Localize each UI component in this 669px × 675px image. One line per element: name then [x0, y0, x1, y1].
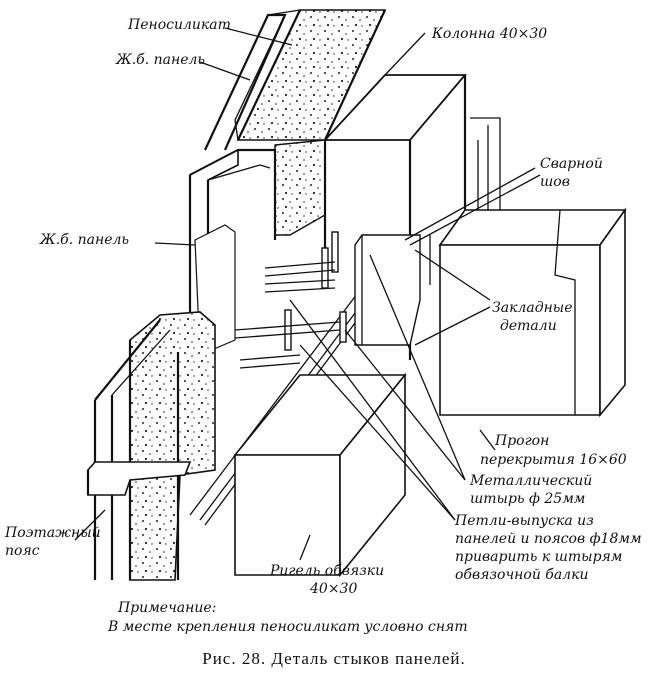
note-text: В месте крепления пеносиликат условно сн…: [107, 619, 468, 635]
label-loops-2: панелей и поясов ф18мм: [455, 531, 642, 547]
label-steel-pin-1: Металлический: [469, 473, 592, 489]
label-loops-1: Петли-выпуска из: [454, 513, 594, 529]
label-rc-panel-left: Ж.б. панель: [39, 232, 129, 248]
embedded-plates: [354, 234, 421, 346]
label-loops-3: приварить к штырям: [455, 549, 622, 565]
label-steel-pin-2: штырь ф 25мм: [470, 491, 585, 507]
label-purlin-2: перекрытия 16×60: [480, 452, 627, 468]
label-embedded-2: детали: [500, 318, 557, 334]
label-rc-panel-top: Ж.б. панель: [115, 52, 205, 68]
label-girder-1: Ригель обвязки: [269, 563, 384, 579]
purlin: [438, 207, 627, 418]
label-column: Колонна 40×30: [431, 26, 547, 42]
label-floor-belt-1: Поэтажный: [4, 525, 101, 541]
label-loops-4: обвязочной балки: [455, 567, 588, 583]
label-girder-2: 40×30: [309, 581, 357, 597]
binding-girder: [233, 372, 407, 578]
label-floor-belt-2: пояс: [5, 543, 40, 559]
leader-lines: [74, 27, 541, 561]
weld-loops: [234, 261, 341, 369]
label-embedded-1: Закладные: [492, 300, 572, 316]
floor-belt: [86, 461, 192, 496]
label-purlin-1: Прогон: [494, 433, 549, 449]
foam-silicate-lower: [128, 311, 216, 581]
foam-silicate-upper: [236, 9, 387, 236]
note-title: Примечание:: [117, 600, 216, 616]
label-foam-silicate: Пеносиликат: [127, 17, 231, 33]
label-weld-seam-2: шов: [540, 174, 570, 190]
label-weld-seam-1: Сварной: [540, 156, 603, 172]
figure-caption: Рис. 28. Деталь стыков панелей.: [202, 649, 466, 668]
